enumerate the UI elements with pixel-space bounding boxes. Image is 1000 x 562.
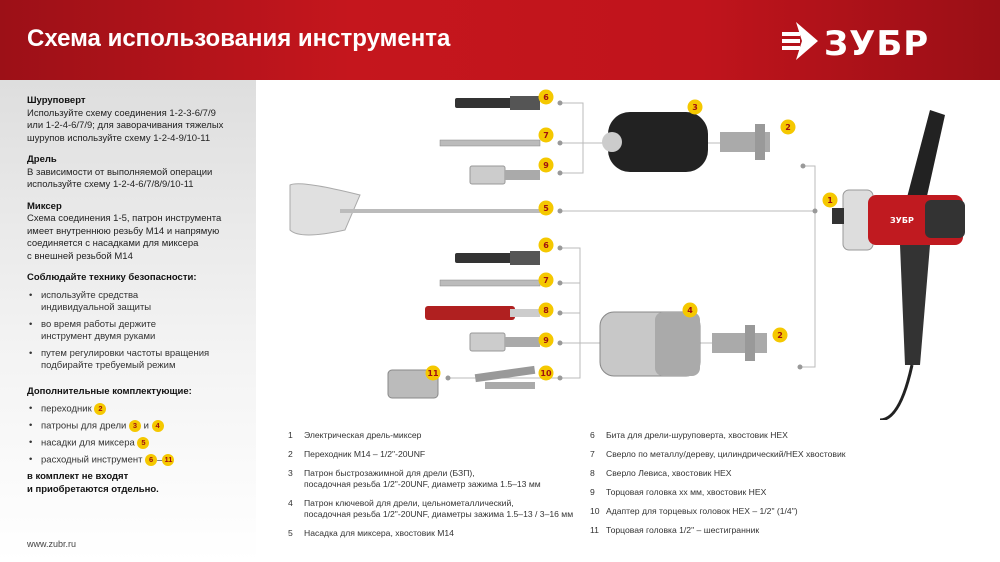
screwdriver-section: Шуруповерт Используйте схему соединения … <box>27 95 224 144</box>
extras-item: расходный инструмент 6–11 <box>27 454 253 467</box>
adapter-10 <box>474 365 536 389</box>
socket-9-bottom <box>469 332 540 352</box>
svg-text:3: 3 <box>692 103 698 112</box>
extras-item: патроны для дрели 3 и 4 <box>27 420 253 433</box>
safety-section: Соблюдайте технику безопасности: использ… <box>27 272 253 377</box>
svg-text:1: 1 <box>827 196 833 205</box>
badge-2: 2 <box>780 119 796 135</box>
badge-7: 7 <box>538 272 554 288</box>
hex-bit-6-bottom <box>455 251 540 265</box>
badge-10: 10 <box>538 365 554 381</box>
adapter-2-top <box>720 124 770 160</box>
socket-9-top <box>469 165 540 185</box>
keyless-chuck-3 <box>602 112 708 172</box>
connection-diagram: ЗУБР 6 3 2 7 9 1 5 6 7 8 4 2 9 11 10 <box>289 89 965 420</box>
keyed-chuck-4 <box>599 311 701 377</box>
number-badge: 5 <box>137 437 150 450</box>
svg-text:11: 11 <box>427 369 439 378</box>
badge-9: 9 <box>538 157 554 173</box>
lewis-bit-8 <box>425 306 540 320</box>
badge-6: 6 <box>538 89 554 105</box>
drill-bit-7-bottom <box>439 279 541 287</box>
mixer-paddle-5 <box>289 183 540 236</box>
badge-4: 4 <box>682 302 698 318</box>
extras-item: переходник 2 <box>27 403 253 416</box>
svg-text:6: 6 <box>543 241 549 250</box>
svg-text:7: 7 <box>543 131 549 140</box>
badge-1: 1 <box>822 192 838 208</box>
svg-text:9: 9 <box>543 336 549 345</box>
svg-text:8: 8 <box>543 306 549 315</box>
svg-text:10: 10 <box>540 369 552 378</box>
drill-section: Дрель В зависимости от выполняемой опера… <box>27 154 213 190</box>
badge-5: 5 <box>538 200 554 216</box>
svg-text:6: 6 <box>543 93 549 102</box>
svg-text:4: 4 <box>687 306 693 315</box>
info-column: Шуруповерт Используйте схему соединения … <box>27 95 253 505</box>
number-badge: 4 <box>151 420 164 433</box>
zubr-logo: ЗУБР <box>782 22 929 62</box>
safety-item: путем регулировки частоты вращенияподбир… <box>27 348 253 373</box>
extras-section: Дополнительные комплектующие: переходник… <box>27 386 253 497</box>
svg-text:5: 5 <box>543 204 549 213</box>
number-badge: 2 <box>94 403 107 415</box>
extras-item: насадки для миксера 5 <box>27 437 253 450</box>
socket-11 <box>387 369 439 399</box>
website-link[interactable]: www.zubr.ru <box>27 539 77 549</box>
badge-8: 8 <box>538 302 554 318</box>
number-badge: 11 <box>162 454 175 467</box>
header: Схема использования инструмента ЗУБР <box>0 0 1000 80</box>
svg-text:ЗУБР: ЗУБР <box>890 216 914 225</box>
svg-text:2: 2 <box>777 331 783 340</box>
connector-dots <box>445 100 818 381</box>
svg-text:7: 7 <box>543 276 549 285</box>
badge-11: 11 <box>425 365 441 381</box>
drill-bit-7-top <box>439 139 541 147</box>
svg-text:ЗУБР: ЗУБР <box>824 24 929 62</box>
badge-9: 9 <box>538 332 554 348</box>
connector-lines <box>448 102 816 379</box>
adapter-2-bottom <box>712 325 767 361</box>
badge-6: 6 <box>538 237 554 253</box>
number-badge: 6 <box>145 454 158 467</box>
svg-text:9: 9 <box>543 161 549 170</box>
mixer-section: Миксер Схема соединения 1-5, патрон инст… <box>27 200 222 262</box>
badge-3: 3 <box>687 99 703 115</box>
badge-2: 2 <box>772 327 788 343</box>
svg-text:2: 2 <box>785 123 791 132</box>
number-badge: 3 <box>129 420 142 433</box>
drill-mixer-1: ЗУБР <box>832 110 965 420</box>
badge-7: 7 <box>538 127 554 143</box>
page-title: Схема использования инструмента <box>27 25 451 52</box>
hex-bit-6-top <box>455 96 540 110</box>
